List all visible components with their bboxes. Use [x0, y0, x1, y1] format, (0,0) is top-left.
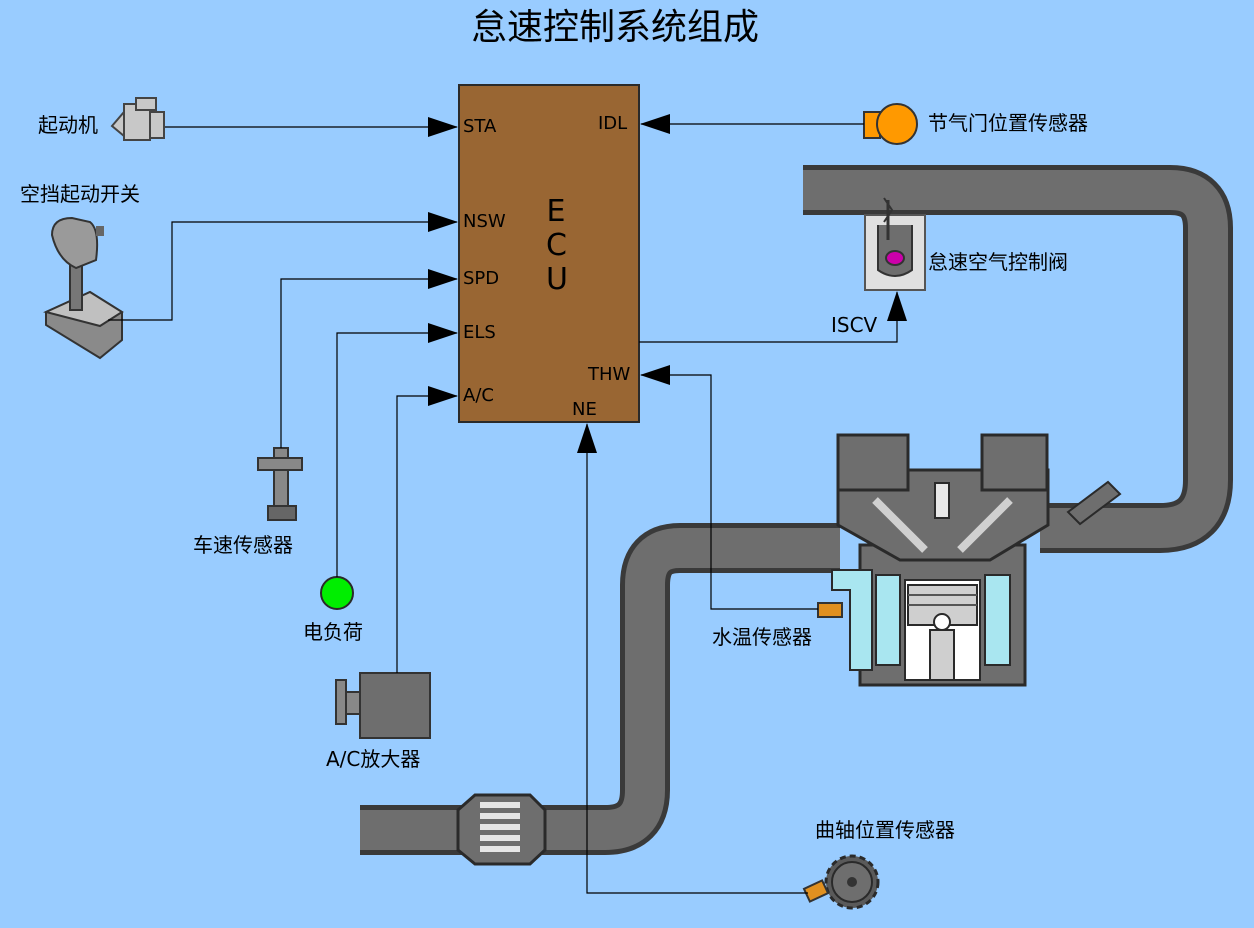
ecu-pin-thw: THW [588, 364, 631, 385]
ac-amplifier-label: A/C放大器 [326, 747, 421, 771]
page-title: 怠速控制系统组成 [470, 7, 759, 48]
ecu-letter-u: U [546, 262, 568, 297]
intake-exhaust-pipe [360, 165, 1233, 866]
throttle-sensor-label: 节气门位置传感器 [928, 111, 1088, 135]
speed-sensor-label: 车速传感器 [193, 533, 293, 557]
electrical-load-shape [320, 576, 354, 610]
ecu-pin-nsw: NSW [463, 211, 506, 232]
ecu-pin-sta: STA [463, 116, 497, 137]
gear-shifter-shape [43, 216, 124, 360]
signal-wires [108, 114, 907, 894]
ecu-pin-idl: IDL [598, 113, 628, 134]
ecu-pin-ne: NE [572, 399, 597, 420]
electrical-load-label: 电负荷 [303, 620, 363, 644]
idle-valve-shape [864, 197, 926, 291]
ecu-pin-ac: A/C [463, 385, 494, 406]
crank-gear-shape [802, 854, 880, 910]
ecu-box [458, 84, 640, 423]
starter-motor-shape [110, 97, 165, 141]
throttle-sensor-shape [863, 103, 918, 145]
ecu-letter-c: C [546, 228, 567, 263]
speed-sensor-shape [257, 447, 303, 521]
ecu-pin-els: ELS [463, 322, 496, 343]
ecu-pin-spd: SPD [463, 268, 500, 289]
coolant-sensor-label: 水温传感器 [712, 625, 812, 649]
coolant-sensor-shape [817, 602, 843, 618]
ac-amplifier-shape [335, 672, 431, 739]
iscv-label: ISCV [831, 313, 878, 337]
idle-valve-label: 怠速空气控制阀 [928, 250, 1068, 274]
crank-sensor-label: 曲轴位置传感器 [815, 818, 955, 842]
starter-label: 起动机 [38, 113, 98, 137]
neutral-switch-label: 空挡起动开关 [20, 182, 140, 206]
ecu-letter-e: E [546, 194, 566, 229]
engine-shape [831, 433, 1122, 687]
